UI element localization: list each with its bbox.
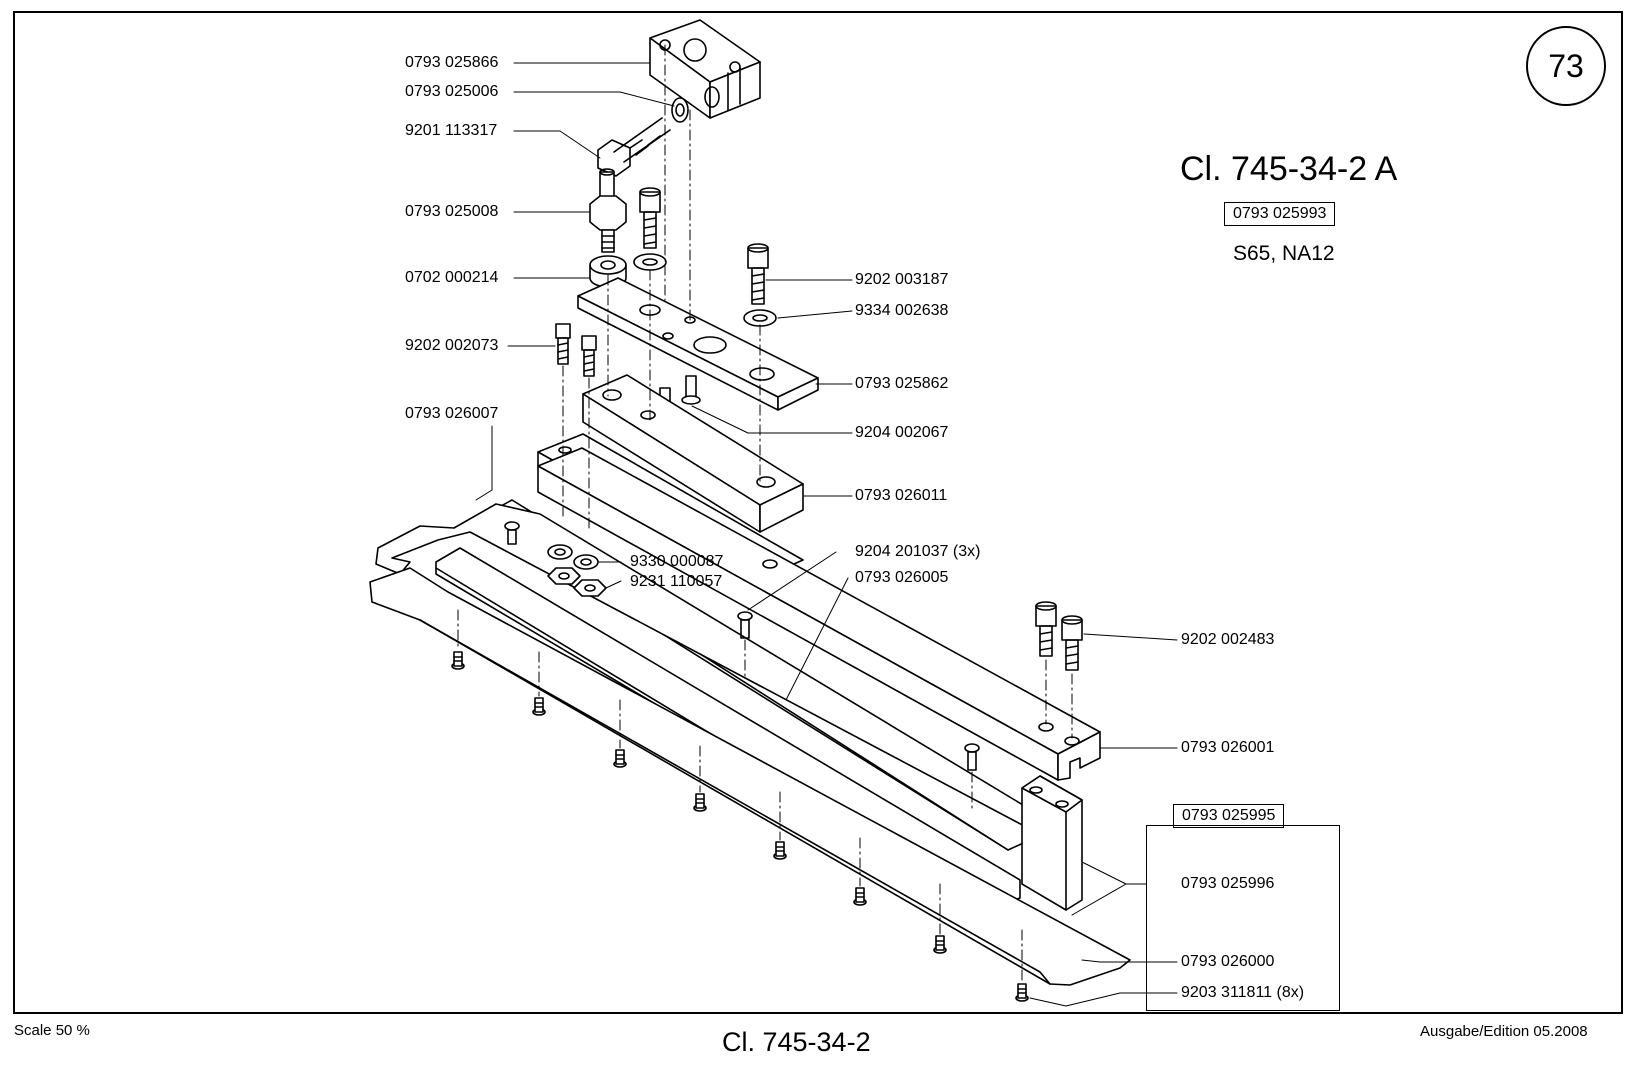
callout-label: 9202 002483 xyxy=(1181,631,1275,648)
upper-plate xyxy=(577,277,819,411)
callout-label: 0793 026005 xyxy=(855,569,949,586)
long-rail xyxy=(537,447,1101,781)
footer-title: Cl. 745-34-2 xyxy=(722,1027,871,1057)
kit-part-number: 0793 025995 xyxy=(1173,804,1285,828)
knife-post xyxy=(1021,775,1083,911)
socket-screw-a xyxy=(633,187,667,271)
page-number-badge: 73 xyxy=(1526,26,1606,106)
leader-lines xyxy=(475,62,1178,1007)
callout-label: 9204 201037 (3x) xyxy=(855,543,981,560)
callout-label: 9330 000087 xyxy=(630,553,724,570)
callout-label: 0793 026011 xyxy=(855,487,948,504)
drawing-frame xyxy=(13,11,1623,1014)
callout-label: 0793 026001 xyxy=(1181,739,1275,756)
callout-label: 0702 000214 xyxy=(405,269,499,286)
washer-small xyxy=(671,97,689,123)
callout-label: 9203 311811 (8x) xyxy=(1181,984,1305,1001)
scale-note: Scale 50 % xyxy=(14,1022,90,1039)
assembly-part-number: 0793 025993 xyxy=(1224,202,1336,226)
callout-label: 0793 025866 xyxy=(405,54,499,71)
spacer xyxy=(589,255,627,288)
callout-label: 9334 002638 xyxy=(855,302,949,319)
callout-label: 9202 002073 xyxy=(405,337,499,354)
callout-label: 0793 026007 xyxy=(405,405,499,422)
clamp-block xyxy=(649,19,761,119)
eccentric-pin xyxy=(589,168,627,253)
nuts-washers xyxy=(547,544,607,597)
knife-screws xyxy=(504,521,980,771)
page-title: Cl. 745-34-2 A xyxy=(1180,150,1398,188)
callout-label: 9231 110057 xyxy=(630,573,723,590)
socket-screw-b xyxy=(743,243,777,327)
page-number: 73 xyxy=(1548,47,1584,84)
callout-label: 0793 025996 xyxy=(1181,875,1275,892)
edition-note: Ausgabe/Edition 05.2008 xyxy=(1420,1023,1588,1040)
callout-label: 9202 003187 xyxy=(855,271,949,288)
small-screws xyxy=(555,323,597,377)
callout-label: 9204 002067 xyxy=(855,424,949,441)
kit-frame xyxy=(1146,825,1340,1011)
callout-label: 0793 025008 xyxy=(405,203,499,220)
center-lines xyxy=(457,44,1073,983)
callout-label: 9201 113317 xyxy=(405,122,498,139)
variant-codes: S65, NA12 xyxy=(1233,242,1335,265)
hex-bolt xyxy=(597,117,671,177)
bottom-screws xyxy=(451,651,1029,1002)
callout-label: 0793 026000 xyxy=(1181,953,1275,970)
callout-label: 0793 025006 xyxy=(405,83,499,100)
callout-label: 0793 025862 xyxy=(855,375,949,392)
middle-block xyxy=(582,374,804,533)
lower-knife xyxy=(369,567,1131,986)
rail-screws xyxy=(1035,601,1083,671)
